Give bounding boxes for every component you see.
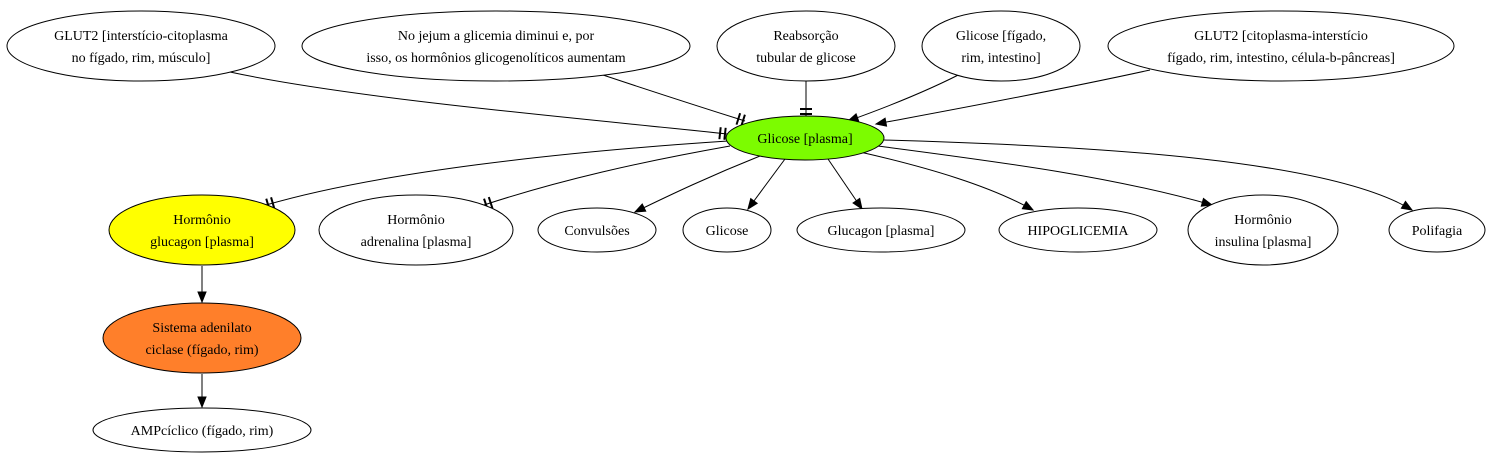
edge-glut2_out-to-glicose_plasma: [874, 69, 1151, 127]
node-label: Polifagia: [1412, 224, 1463, 239]
node-label: ciclase (fígado, rim): [145, 343, 258, 358]
edge-line: [847, 69, 969, 122]
edge-glicose_plasma-to-polifagia: [883, 139, 1414, 211]
node-label: HIPOGLICEMIA: [1027, 224, 1129, 239]
node-glicose-plasma: Glicose [plasma]: [725, 115, 885, 161]
inhibit-bar: [723, 127, 727, 140]
node-hipoglicemia: HIPOGLICEMIA: [998, 207, 1158, 253]
node-label: GLUT2 [citoplasma-interstício: [1194, 29, 1368, 44]
node-label: Hormônio: [173, 213, 231, 228]
arrow-head: [1021, 200, 1035, 211]
edge-glicose_plasma-to-glucagon_hormonio: [265, 140, 729, 211]
edge-line: [634, 155, 761, 213]
node-ellipse: [682, 207, 772, 253]
node-ellipse: [102, 302, 302, 374]
node-glut2-in: GLUT2 [interstício-citoplasma no fígado, …: [6, 10, 276, 82]
edge-jejum-to-glicose_plasma: [599, 73, 746, 127]
node-label: insulina [plasma]: [1215, 235, 1312, 250]
node-label: Glicose [fígado,: [956, 29, 1046, 44]
edge-line: [599, 73, 746, 122]
node-label: No jejum a glicemia diminui e, por: [398, 29, 595, 44]
node-label: fígado, rim, intestino, célula-b-pâncrea…: [1167, 51, 1395, 66]
node-glucagon-hormonio: Hormônio glucagon [plasma]: [108, 194, 296, 266]
arrow-head: [747, 197, 759, 211]
edge-glicose_plasma-to-convulsoes: [633, 155, 761, 213]
arrow-head: [1200, 197, 1214, 207]
node-label: Glicose [plasma]: [757, 132, 852, 147]
arrow-head: [874, 117, 888, 127]
node-label: Hormônio: [387, 213, 445, 228]
edge-glicose_plasma-to-insulina: [877, 145, 1214, 207]
node-ellipse: [537, 207, 657, 253]
node-ellipse: [108, 194, 296, 266]
edge-reabsorcao-to-glicose_plasma: [800, 81, 812, 116]
node-label: tubular de glicose: [756, 51, 856, 66]
edge-line: [229, 71, 728, 135]
node-label: no fígado, rim, músculo]: [72, 51, 211, 66]
node-ellipse: [1388, 207, 1486, 253]
arrow-head: [852, 197, 863, 211]
arrow-head: [1400, 200, 1414, 211]
arrow-head: [197, 396, 207, 409]
node-label: adrenalina [plasma]: [361, 235, 472, 250]
node-ampc: AMPcíclico (fígado, rim): [92, 407, 312, 453]
node-glut2-out: GLUT2 [citoplasma-interstício fígado, rim…: [1107, 10, 1455, 82]
edge-line: [265, 140, 729, 206]
node-ellipse: [725, 115, 885, 161]
node-ellipse: [301, 10, 691, 82]
node-polifagia: Polifagia: [1388, 207, 1486, 253]
node-glicose-org: Glicose [fígado, rim, intestino]: [921, 10, 1081, 82]
node-layer: GLUT2 [interstício-citoplasma no fígado, …: [6, 10, 1486, 453]
node-ellipse: [92, 407, 312, 453]
node-label: Glucagon [plasma]: [828, 224, 935, 239]
node-ellipse: [998, 207, 1158, 253]
node-label: Convulsões: [564, 224, 629, 239]
edge-line: [859, 151, 1034, 211]
node-ellipse: [716, 10, 896, 82]
node-insulina: Hormônio insulina [plasma]: [1187, 194, 1339, 266]
edge-glicose_plasma-to-hipoglicemia: [859, 151, 1035, 211]
node-label: GLUT2 [interstício-citoplasma: [54, 29, 229, 44]
node-label: Hormônio: [1234, 213, 1292, 228]
edge-glut2_in-to-glicose_plasma: [229, 71, 728, 140]
node-ellipse: [318, 194, 514, 266]
node-label: Glicose: [706, 224, 749, 239]
node-glucagon-plasma: Glucagon [plasma]: [796, 207, 966, 253]
inhibit-bar: [718, 127, 722, 140]
node-ellipse: [1187, 194, 1339, 266]
node-label: Reabsorção: [773, 29, 838, 44]
node-convulsoes: Convulsões: [537, 207, 657, 253]
inhibit-bar: [735, 112, 742, 125]
node-ellipse: [6, 10, 276, 82]
edge-layer: [197, 69, 1414, 409]
edge-line: [883, 139, 1413, 211]
inhibit-bar: [270, 197, 276, 210]
node-adenilato: Sistema adenilato ciclase (fígado, rim): [102, 302, 302, 374]
node-glicose: Glicose: [682, 207, 772, 253]
node-ellipse: [1107, 10, 1455, 82]
edge-adenilato-to-ampc: [197, 374, 207, 409]
edge-line: [483, 145, 731, 206]
edge-line: [875, 69, 1151, 125]
node-label: glucagon [plasma]: [150, 235, 254, 250]
node-label: rim, intestino]: [961, 51, 1040, 66]
node-ellipse: [921, 10, 1081, 82]
node-label: isso, os hormônios glicogenolíticos aume…: [366, 51, 625, 66]
edge-glucagon_hormonio-to-adenilato: [197, 266, 207, 304]
edge-glicose_org-to-glicose_plasma: [846, 69, 969, 122]
node-reabsorcao: Reabsorção tubular de glicose: [716, 10, 896, 82]
node-adrenalina: Hormônio adrenalina [plasma]: [318, 194, 514, 266]
edge-line: [877, 145, 1213, 206]
edge-glicose_plasma-to-adrenalina: [483, 145, 731, 211]
arrow-head: [197, 291, 207, 304]
node-label: Sistema adenilato: [152, 321, 251, 336]
inhibit-bar: [487, 196, 494, 209]
node-label: AMPcíclico (fígado, rim): [131, 424, 274, 439]
edge-glicose_plasma-to-glicose: [747, 158, 786, 211]
node-ellipse: [796, 207, 966, 253]
arrow-head: [633, 203, 647, 213]
node-jejum: No jejum a glicemia diminui e, por isso, …: [301, 10, 691, 82]
edge-glicose_plasma-to-glucagon_plasma: [827, 158, 863, 211]
